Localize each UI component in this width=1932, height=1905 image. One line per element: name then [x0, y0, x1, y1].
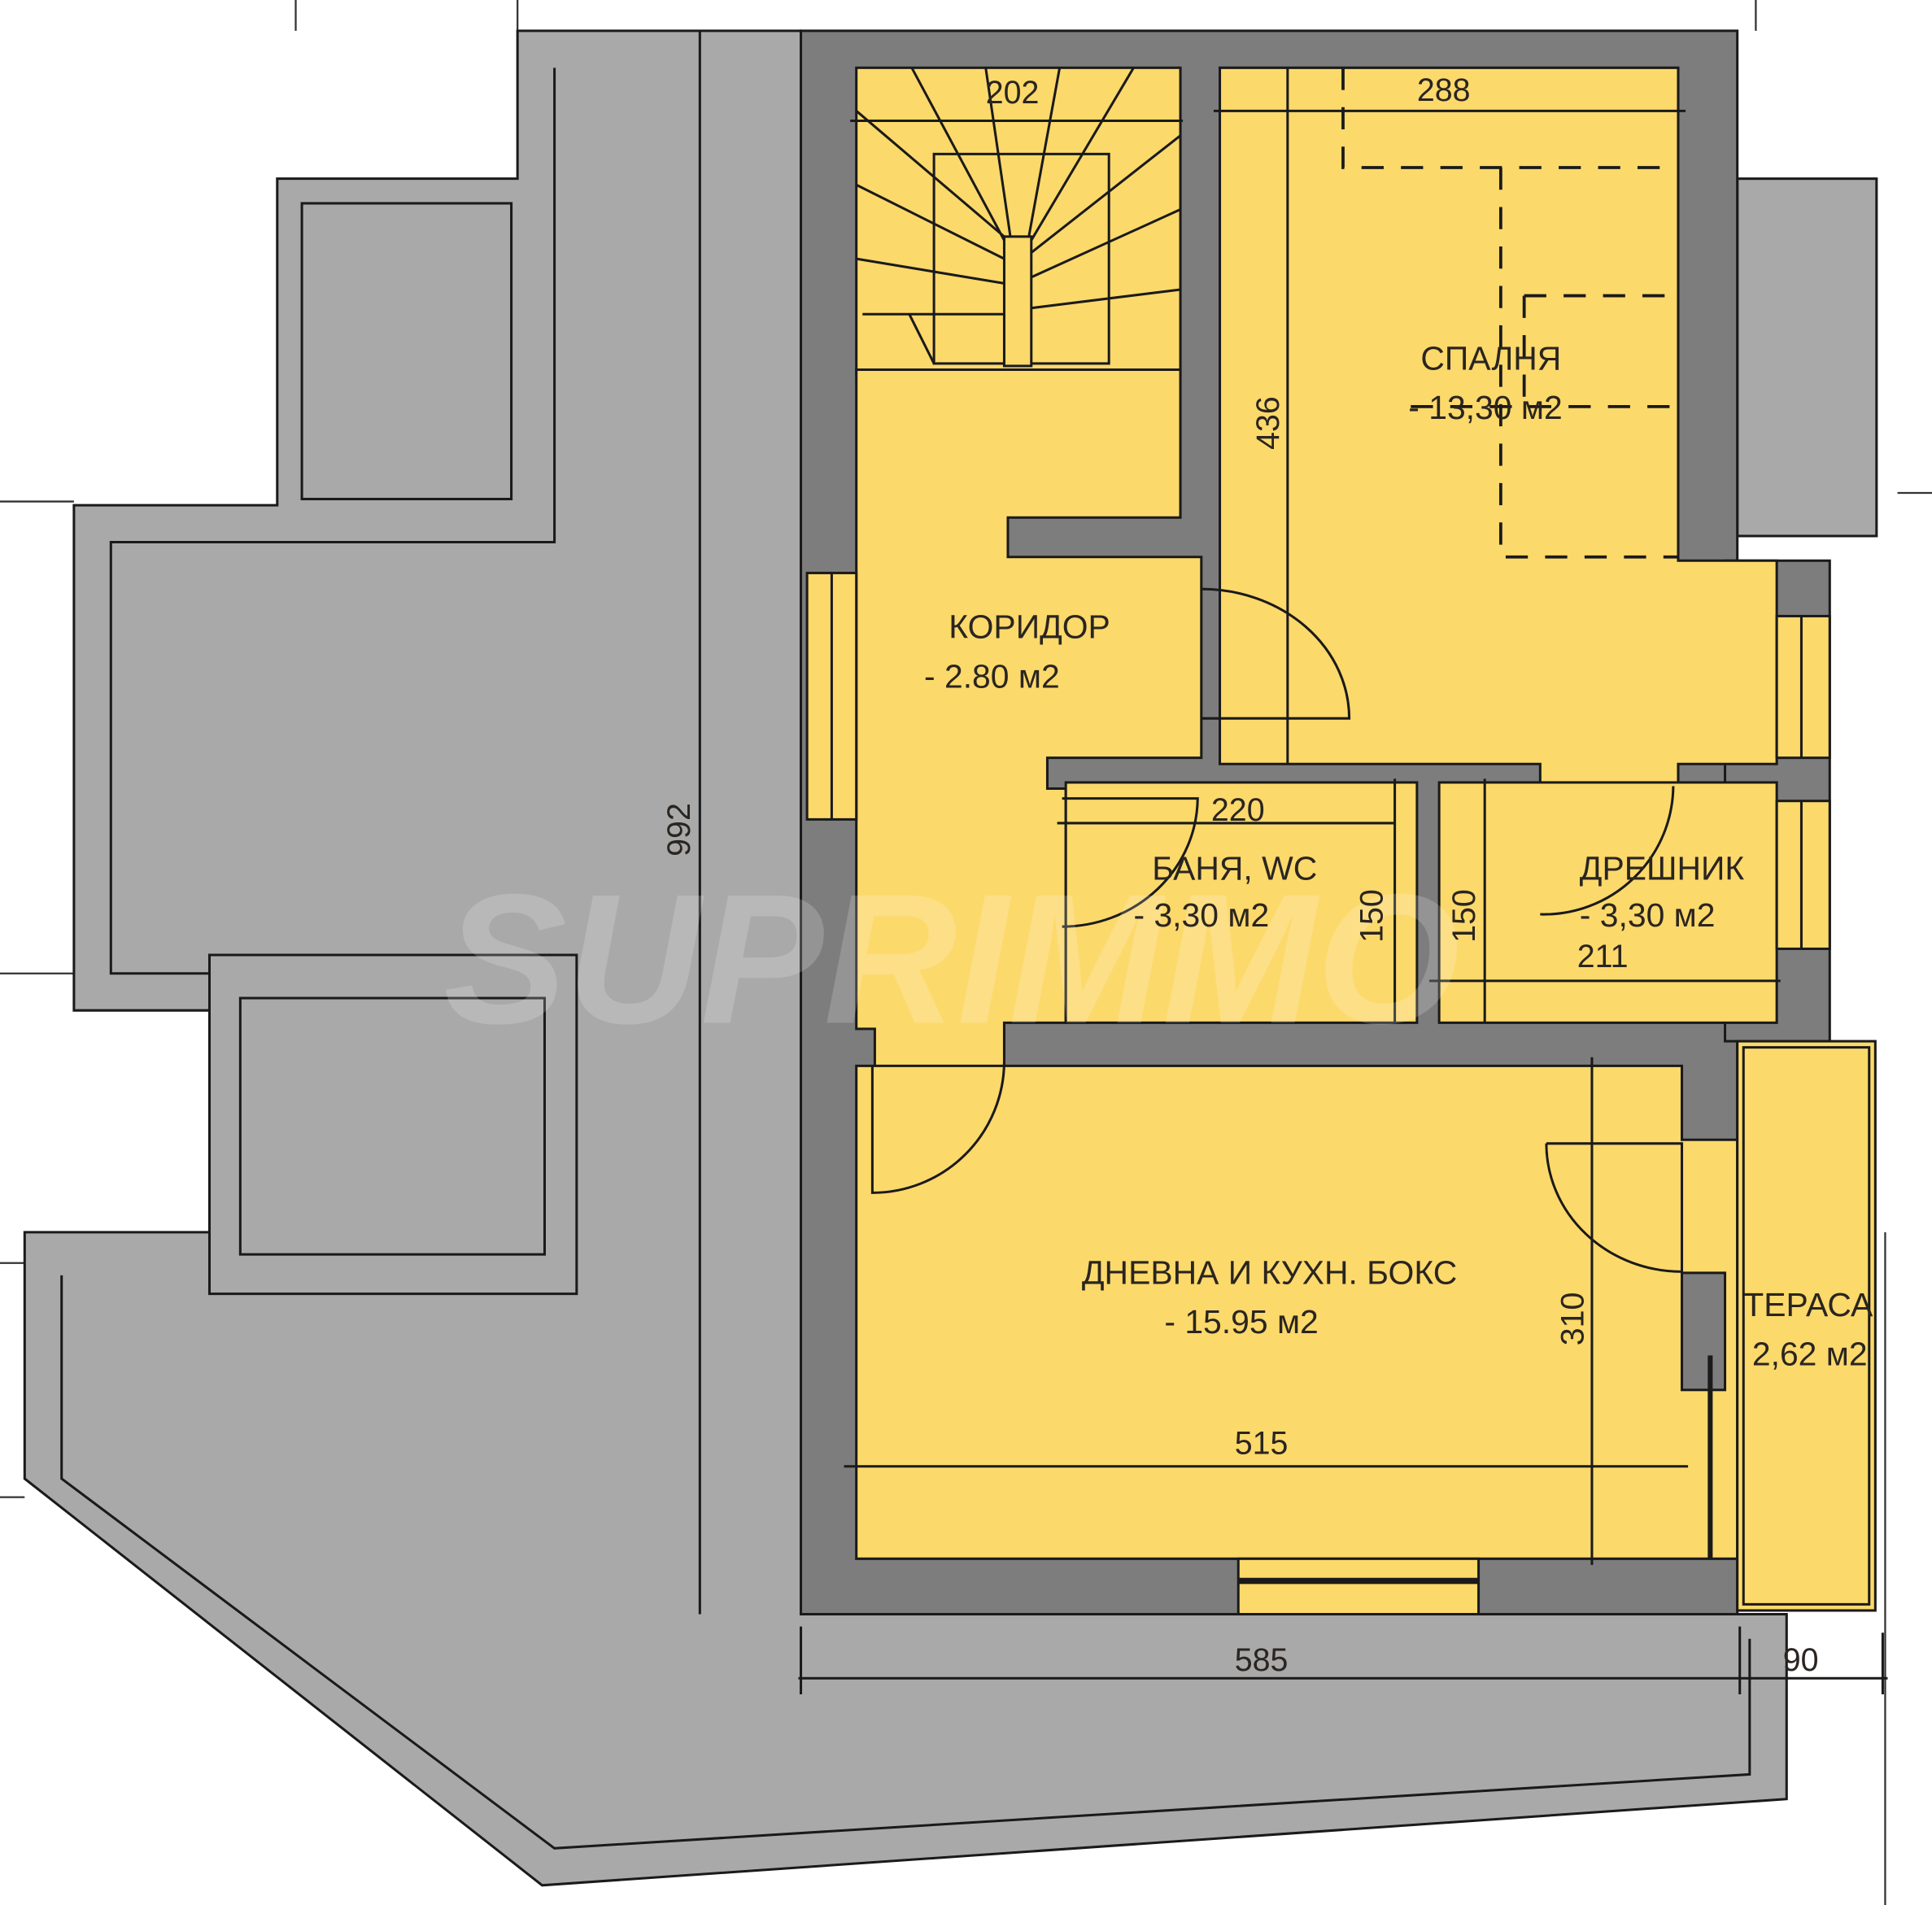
window-bottom	[1236, 1557, 1481, 1616]
door-bedroom	[1201, 587, 1351, 720]
dim-wardrobe-width: 211	[1577, 939, 1629, 974]
terrace-column	[1681, 1271, 1727, 1392]
planter-lower-inner	[238, 996, 546, 1256]
window-right-lower	[1775, 800, 1831, 950]
corridor-name: КОРИДОР	[949, 608, 1110, 646]
bedroom-area: - 13,30 м2	[1408, 389, 1562, 426]
bathroom-area: - 3,30 м2	[1133, 896, 1269, 934]
terrace-area	[1736, 1040, 1877, 1612]
dim-wardrobe-depth: 150	[1446, 889, 1482, 943]
dim-bedroom-width: 288	[1417, 72, 1471, 108]
dim-total-width: 585	[1235, 1642, 1289, 1678]
living-area: - 15.95 м2	[1164, 1303, 1318, 1340]
window-right-upper	[1775, 614, 1831, 760]
living-name: ДНЕВНА И КУХН. БОКС	[1082, 1253, 1457, 1291]
dimension-lines	[698, 30, 1888, 1694]
bed-outline	[1341, 68, 1678, 559]
bedroom-area	[1219, 66, 1778, 791]
bathroom-name: БАНЯ, WC	[1152, 850, 1317, 887]
terrace-inner-outline	[109, 68, 556, 975]
dim-bath-width: 220	[1211, 792, 1265, 828]
watermark: SUPRIMMO	[443, 856, 1460, 1062]
dim-bath-depth: 150	[1354, 889, 1389, 943]
dim-living-width: 515	[1235, 1426, 1289, 1462]
dim-bedroom-depth: 436	[1250, 396, 1286, 450]
wardrobe-area: - 3,30 м2	[1580, 896, 1716, 934]
terrace-name: ТЕРАСА	[1743, 1286, 1873, 1323]
planter-upper	[300, 202, 513, 501]
terrace-inner-outline-lower	[60, 1275, 1751, 1850]
terrace-area-label: 2,62 м2	[1752, 1335, 1868, 1372]
door-wardrobe	[1540, 786, 1675, 916]
dim-living-depth: 310	[1555, 1293, 1590, 1346]
dim-total-depth: 992	[661, 803, 697, 857]
corridor-area: - 2.80 м2	[924, 657, 1060, 695]
wardrobe-name: ДРЕШНИК	[1580, 850, 1745, 887]
rooms	[805, 66, 1877, 1616]
staircase	[855, 67, 1181, 368]
dim-stair-width: 202	[986, 75, 1040, 111]
door-bathroom	[1062, 797, 1199, 928]
dim-terrace-width: 90	[1783, 1642, 1819, 1678]
corridor-area	[855, 368, 1203, 1074]
bedroom-name: СПАЛНЯ	[1420, 339, 1561, 377]
window-panes	[830, 573, 1871, 1606]
balcony-right	[1736, 177, 1878, 538]
door-living	[870, 1061, 1005, 1194]
